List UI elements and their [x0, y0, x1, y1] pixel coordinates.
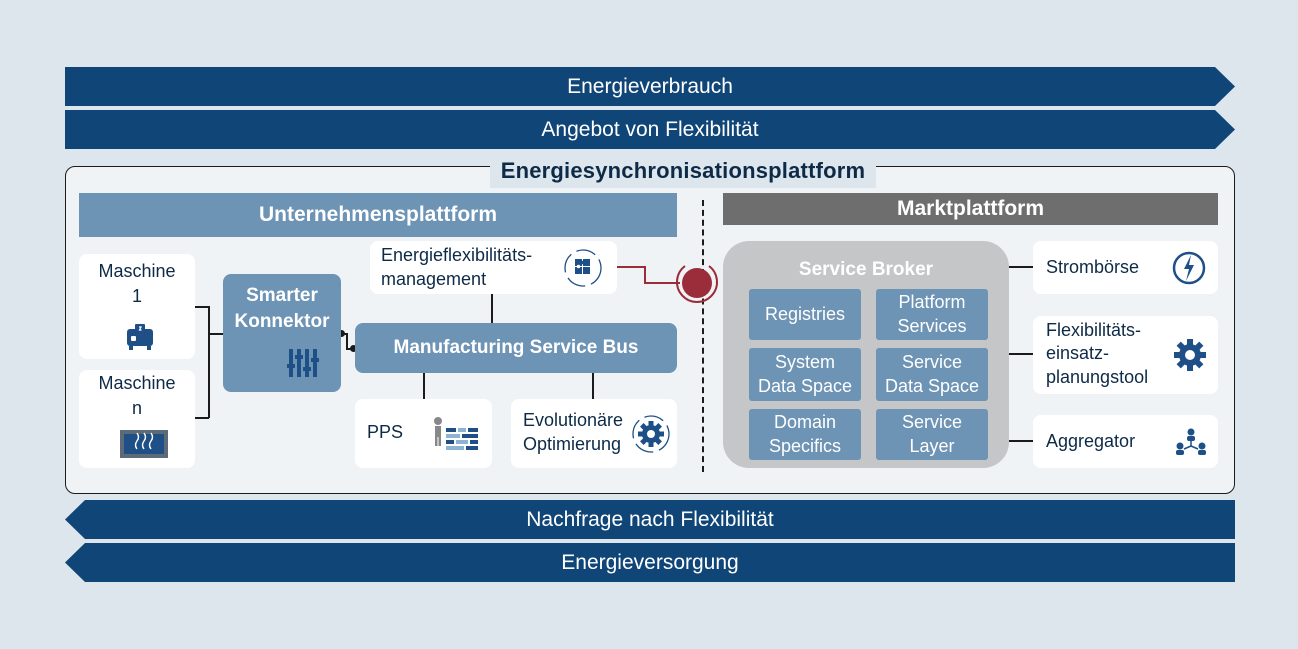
flow-label: Nachfrage nach Flexibilität [526, 507, 774, 531]
power-exchange-label: Strombörse [1046, 257, 1140, 277]
flow-arrow-energy-consumption: Energieverbrauch [65, 67, 1235, 106]
flexibility-planning-tool-label: Flexibilitäts- einsatz- planungstool [1046, 320, 1149, 387]
machine-1-label: Maschine 1 [98, 260, 176, 306]
interface-socket-icon [676, 265, 718, 303]
connector-line [491, 294, 493, 324]
broker-cell-domain-specifics: Domain Specifics [749, 409, 861, 460]
puzzle-cycle-icon [564, 249, 602, 287]
broker-cell-service-layer: Service Layer [876, 409, 988, 460]
connector-line [195, 306, 209, 308]
evo-label: Evolutionäre Optimierung [523, 410, 624, 455]
platform-divider [702, 200, 704, 472]
planning-icon [434, 417, 478, 450]
power-bolt-icon [1172, 251, 1206, 285]
flow-label: Energieverbrauch [567, 74, 733, 98]
machine-icon [127, 324, 153, 350]
company-platform-header: Unternehmensplattform [79, 193, 677, 237]
connector-line [1009, 353, 1033, 355]
machine-n-card: Maschine n [79, 370, 195, 468]
efm-link-line [644, 266, 646, 283]
connector-line [1009, 266, 1033, 268]
broker-cell-platform-services: Platform Services [876, 289, 988, 340]
flow-label: Angebot von Flexibilität [541, 117, 759, 141]
connector-line [346, 333, 348, 349]
aggregator-label: Aggregator [1046, 431, 1136, 451]
connector-line [423, 373, 425, 399]
machine-1-card: Maschine 1 [79, 254, 195, 359]
platform-title-text: Energiesynchronisationsplattform [500, 158, 866, 183]
smart-connector-label: Smarter Konnektor [234, 285, 330, 332]
connector-line [195, 417, 209, 419]
service-broker-title: Service Broker [798, 259, 934, 280]
connector-joint [338, 330, 345, 337]
pps-card: PPS [355, 399, 492, 468]
flow-arrow-energy-supply: Energieversorgung [65, 543, 1235, 582]
connector-line [592, 373, 594, 399]
power-exchange-card: Strombörse [1033, 241, 1218, 294]
network-people-icon [1176, 428, 1206, 455]
broker-cell-service-data-space: Service Data Space [876, 348, 988, 401]
connector-line [208, 333, 223, 335]
gear-icon [1174, 339, 1206, 371]
furnace-icon [120, 430, 168, 458]
aggregator-card: Aggregator [1033, 415, 1218, 468]
company-platform-title: Unternehmensplattform [258, 203, 498, 226]
equalizer-icon [287, 349, 319, 377]
energy-flexibility-management-card: Energieflexibilitäts- management [370, 241, 617, 294]
pps-label: PPS [367, 422, 404, 442]
broker-cell-system-data-space: System Data Space [749, 348, 861, 401]
connector-line [208, 306, 210, 418]
flow-arrow-flexibility-demand: Nachfrage nach Flexibilität [65, 500, 1235, 539]
service-broker: Service Broker Registries Platform Servi… [723, 241, 1009, 468]
flow-label: Energieversorgung [561, 550, 739, 574]
broker-cell-registries: Registries [749, 289, 861, 340]
market-platform-header: Marktplattform [723, 193, 1218, 225]
msb-label: Manufacturing Service Bus [393, 337, 639, 358]
efm-label: Energieflexibilitäts- management [381, 245, 533, 290]
gear-cycle-icon [632, 415, 670, 453]
efm-link-line [644, 282, 680, 284]
flow-arrow-flexibility-offer: Angebot von Flexibilität [65, 110, 1235, 149]
flexibility-planning-tool-card: Flexibilitäts- einsatz- planungstool [1033, 316, 1218, 394]
connector-line [1009, 440, 1033, 442]
market-platform-title: Marktplattform [896, 197, 1044, 220]
efm-link-line [617, 266, 645, 268]
machine-n-label: Maschine n [98, 372, 176, 418]
evolutionary-optimization-card: Evolutionäre Optimierung [511, 399, 677, 468]
manufacturing-service-bus: Manufacturing Service Bus [355, 323, 677, 373]
smart-connector-box: Smarter Konnektor [223, 274, 341, 392]
platform-title: Energiesynchronisationsplattform [490, 154, 876, 188]
connector-joint [350, 345, 357, 352]
